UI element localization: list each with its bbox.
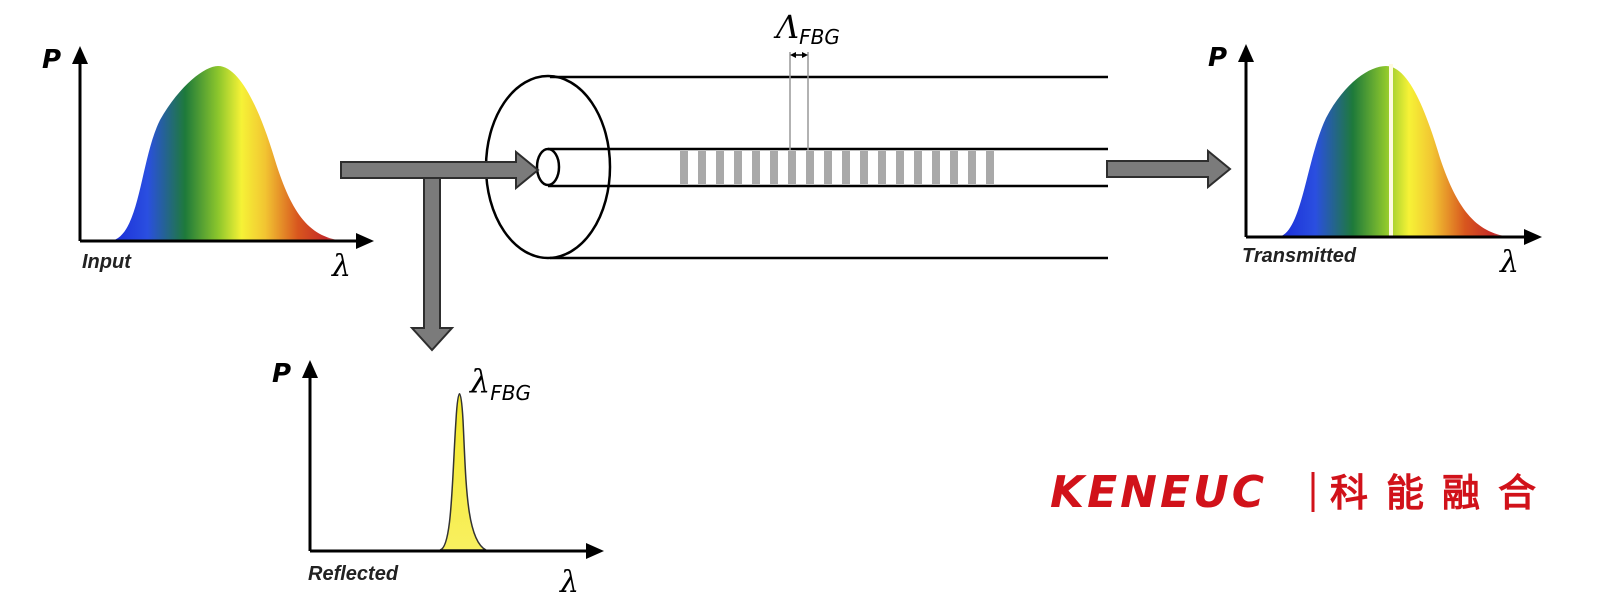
grating-fringe bbox=[752, 151, 760, 184]
input-y-arrowhead bbox=[72, 46, 88, 64]
reflected-peak-label: λFBG bbox=[468, 362, 531, 405]
reflected-y-arrowhead bbox=[302, 360, 318, 378]
input-label: Input bbox=[82, 251, 132, 273]
transmitted-y-arrowhead bbox=[1238, 44, 1254, 62]
grating-fringe bbox=[950, 151, 958, 184]
grating-fringe bbox=[896, 151, 904, 184]
reflected-spectrum: P λ Reflected λFBG bbox=[272, 359, 604, 600]
reflected-arrow bbox=[409, 177, 455, 352]
brand-chinese: 科能融合 bbox=[1330, 471, 1554, 515]
optical-fiber: ΛFBG bbox=[484, 8, 1108, 260]
reflected-label: Reflected bbox=[308, 563, 399, 585]
transmitted-axis-p: P bbox=[1208, 43, 1227, 73]
reflected-axis-p: P bbox=[272, 359, 291, 389]
input-spectrum-curve bbox=[110, 66, 345, 241]
grating-fringe bbox=[806, 151, 814, 184]
input-arrow bbox=[340, 149, 540, 191]
peak-subscript: FBG bbox=[490, 381, 531, 405]
grating-fringe bbox=[860, 151, 868, 184]
grating-fringe bbox=[788, 151, 796, 184]
peak-symbol: λ bbox=[468, 362, 490, 400]
period-marker-head-right bbox=[802, 52, 808, 58]
input-spectrum: P λ Input bbox=[42, 45, 374, 284]
grating-fringe bbox=[698, 151, 706, 184]
grating-fringe bbox=[716, 151, 724, 184]
transmitted-arrow bbox=[1106, 148, 1232, 190]
grating-fringe bbox=[680, 151, 688, 184]
reflected-peak bbox=[439, 393, 487, 551]
core-end-face bbox=[535, 147, 561, 187]
transmitted-label: Transmitted bbox=[1242, 245, 1357, 267]
grating-fringe bbox=[770, 151, 778, 184]
grating-period-label: ΛFBG bbox=[773, 8, 840, 49]
brand-logo: KENEUC 科能融合 bbox=[1050, 467, 1554, 518]
input-axis-lambda: λ bbox=[331, 249, 351, 284]
input-x-arrowhead bbox=[356, 233, 374, 249]
reflected-x-arrowhead bbox=[586, 543, 604, 559]
bragg-grating bbox=[680, 151, 994, 184]
period-marker-head-left bbox=[790, 52, 796, 58]
grating-fringe bbox=[878, 151, 886, 184]
grating-fringe bbox=[914, 151, 922, 184]
flow-arrows bbox=[340, 148, 1232, 352]
grating-fringe bbox=[986, 151, 994, 184]
transmitted-axis-lambda: λ bbox=[1499, 245, 1519, 280]
grating-fringe bbox=[734, 151, 742, 184]
reflected-axis-lambda: λ bbox=[559, 565, 579, 600]
grating-fringe bbox=[932, 151, 940, 184]
brand-latin: KENEUC bbox=[1050, 467, 1267, 518]
input-axis-p: P bbox=[42, 45, 61, 75]
period-symbol: Λ bbox=[773, 8, 799, 46]
period-subscript: FBG bbox=[799, 25, 840, 49]
transmitted-spectrum: P λ Transmitted bbox=[1208, 43, 1542, 280]
transmitted-x-arrowhead bbox=[1524, 229, 1542, 245]
grating-fringe bbox=[824, 151, 832, 184]
transmitted-spectrum-curve bbox=[1278, 66, 1512, 237]
grating-fringe bbox=[842, 151, 850, 184]
grating-fringe bbox=[968, 151, 976, 184]
